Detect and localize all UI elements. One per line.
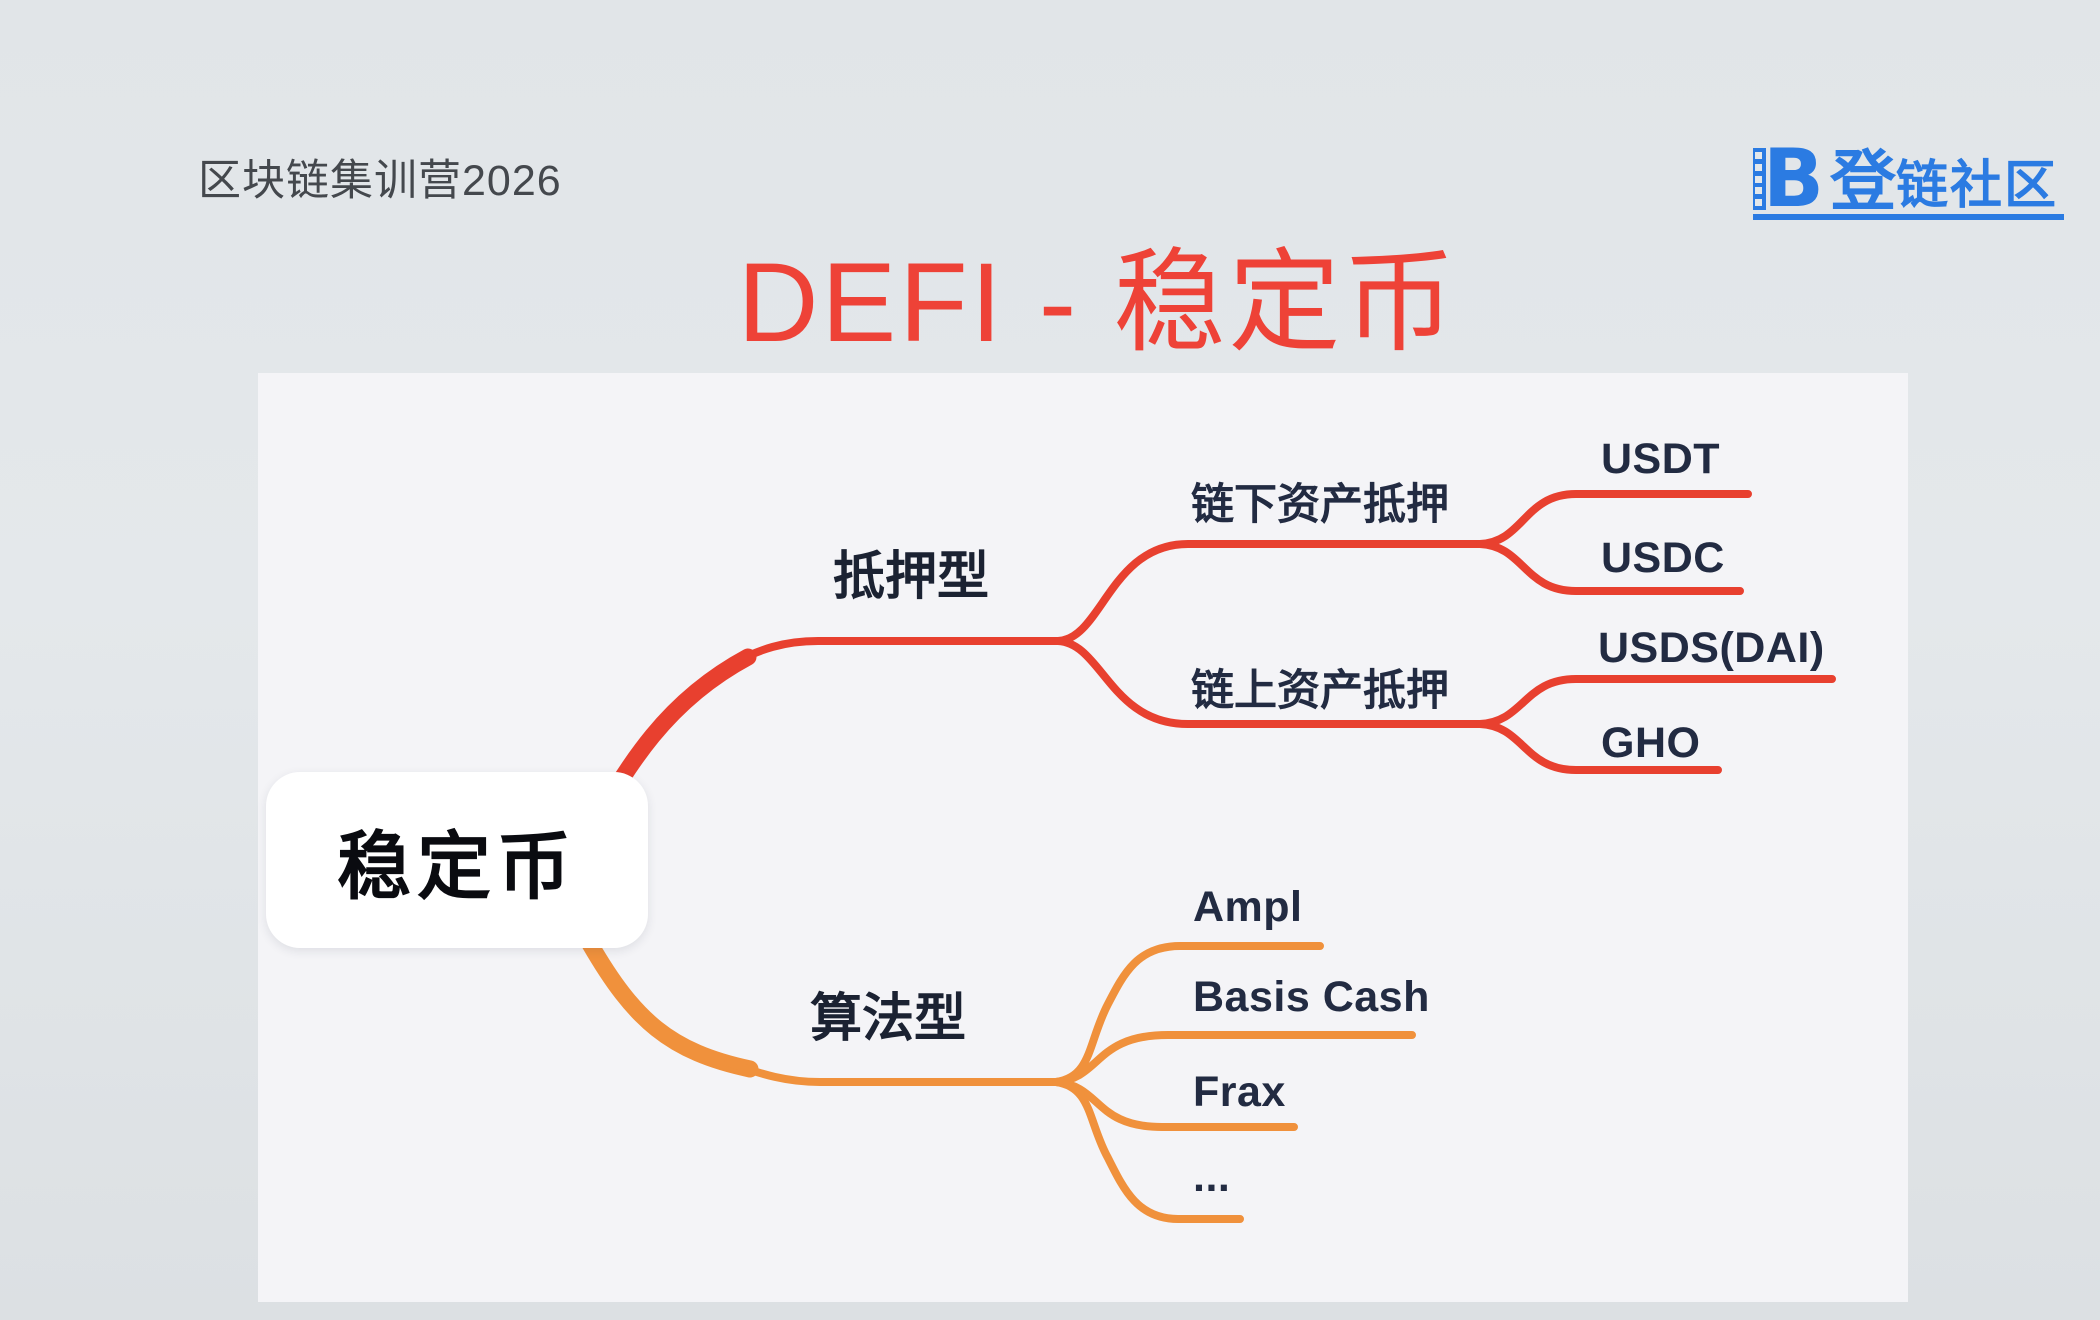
branch-line-onchain (1054, 637, 1484, 728)
leaf-label-usdc: USDC (1601, 534, 1725, 582)
upchain-community-logo: B 登 链社区 (1753, 128, 2064, 220)
mindmap-root-node: 稳定币 (266, 772, 648, 948)
branch-orange-root-stub (581, 935, 759, 1078)
leaf-label-basis-cash: Basis Cash (1193, 973, 1430, 1021)
branch-line-ampl (1052, 942, 1324, 1086)
leaf-label-gho: GHO (1601, 719, 1701, 767)
branch-line-basis-cash (1052, 1031, 1416, 1086)
leaf-label-usds-dai: USDS(DAI) (1598, 624, 1825, 672)
branch-line-usdc (1476, 540, 1744, 595)
branch-red-main-line (722, 637, 1062, 671)
film-strip-icon (1753, 148, 1766, 210)
slide-title: DEFI - 稳定币 (737, 240, 1459, 365)
root-node-label: 稳定币 (337, 824, 577, 908)
course-header: 区块链集训营2026 (198, 157, 562, 205)
branch-line-offchain (1054, 540, 1484, 645)
branch-orange-main-line (724, 1058, 1060, 1086)
branch-line-usds (1476, 675, 1836, 728)
leaf-label-usdt: USDT (1601, 435, 1721, 483)
logo-b-mark-icon: B (1753, 132, 1824, 226)
logo-b-letter: B (1763, 132, 1824, 226)
logo-text: 链社区 (1895, 157, 2058, 215)
branch-label-algorithmic: 算法型 (810, 990, 967, 1048)
branch-label-offchain: 链下资产抵押 (1191, 481, 1449, 529)
logo-text-big: 登 (1829, 144, 1896, 219)
branch-line-more (1052, 1078, 1244, 1223)
branch-label-collateral: 抵押型 (833, 548, 990, 606)
leaf-label-frax: Frax (1193, 1068, 1286, 1116)
leaf-label-ampl: Ampl (1193, 883, 1303, 931)
branch-line-gho (1476, 720, 1722, 774)
branch-line-usdt (1476, 490, 1752, 548)
branch-label-onchain: 链上资产抵押 (1191, 667, 1449, 715)
leaf-label-more: ... (1193, 1153, 1231, 1201)
